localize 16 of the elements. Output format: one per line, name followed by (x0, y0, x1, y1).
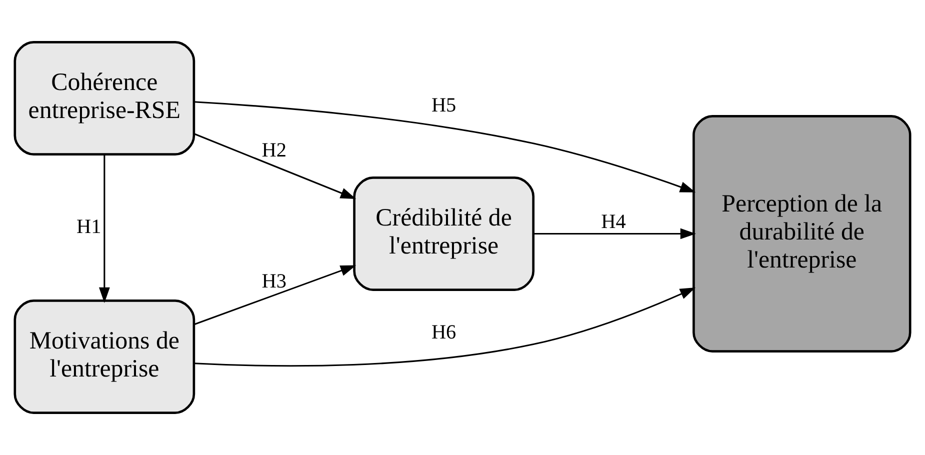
arrow (98, 154, 110, 303)
edge-label: H6 (431, 322, 456, 344)
arrow (194, 101, 696, 192)
edge-label: H1 (76, 216, 102, 238)
edge-label: H5 (431, 94, 456, 116)
edge-label: H2 (262, 140, 286, 162)
arrow (194, 265, 356, 326)
node-box: Crédibilité de l'entreprise (353, 176, 534, 291)
edge-label: H3 (262, 270, 286, 292)
edge-label: H4 (601, 211, 626, 234)
arrow (194, 133, 356, 200)
arrow (534, 228, 696, 240)
node-box: Perception de la durabilité de l'entreprise (692, 115, 912, 352)
node-box: Cohérence entreprise-RSE (14, 41, 196, 156)
node-box: Motivations de l'entreprise (14, 300, 196, 414)
arrow (194, 287, 696, 367)
